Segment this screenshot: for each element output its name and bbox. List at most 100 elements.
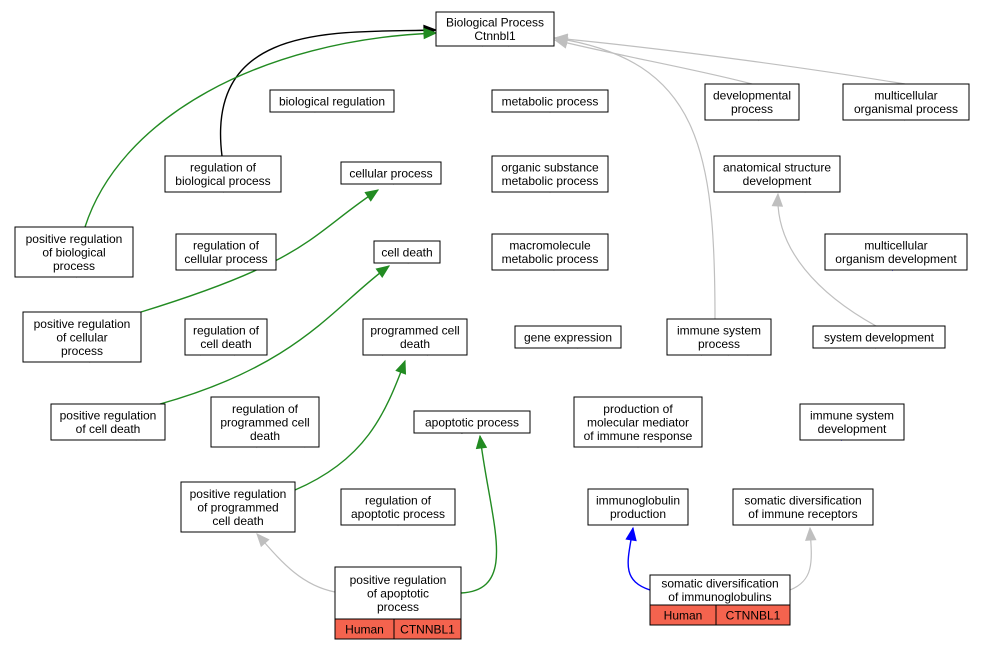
node-label-line: of immune receptors	[748, 507, 857, 521]
node-box	[14, 226, 134, 278]
edge-devproc-to-root	[554, 39, 753, 85]
edge-multiproc-to-root	[554, 37, 906, 85]
node-label-line: cell death	[200, 337, 251, 351]
node-box	[491, 155, 609, 193]
node-box	[435, 11, 555, 47]
node-bioreg[interactable]: biological regulation	[269, 89, 395, 113]
node-label-line: somatic diversification	[661, 577, 778, 591]
arrowhead-sysdev-to-anat	[771, 192, 784, 207]
edge-posregbio-to-root	[84, 32, 437, 228]
node-geneexp[interactable]: gene expression	[514, 325, 622, 349]
node-label-line: somatic diversification	[744, 494, 861, 508]
node-label-line: macromolecule	[509, 239, 591, 253]
node-box	[184, 318, 268, 356]
edge-regbio-to-root	[219, 29, 437, 157]
node-label-line: process	[53, 259, 95, 273]
node-label-line: positive regulation	[60, 409, 157, 423]
edge-sysdev-to-anat	[777, 193, 877, 327]
node-label-line: cell death	[212, 514, 263, 528]
gene-tag-label: CTNNBL1	[726, 609, 781, 623]
node-apop[interactable]: apoptotic process	[413, 410, 531, 434]
edge-immproc-to-root	[554, 37, 716, 320]
node-label-line: regulation of	[190, 161, 257, 175]
node-label-line: organic substance	[501, 161, 599, 175]
node-label-line: programmed cell	[220, 415, 309, 429]
node-box	[514, 325, 622, 349]
node-label-line: regulation of	[232, 402, 299, 416]
node-label-line: metabolic process	[502, 252, 599, 266]
node-box	[842, 83, 970, 121]
edge-posregapop-to-posregpcd	[256, 533, 336, 593]
node-label-line: death	[400, 337, 430, 351]
gene-tag	[715, 604, 791, 626]
node-label-line: multicellular	[874, 89, 937, 103]
node-label-line: positive regulation	[34, 317, 131, 331]
node-sysdev[interactable]: system development	[812, 325, 946, 349]
node-box	[373, 240, 441, 264]
arrowhead-posregbio-to-root	[423, 27, 438, 40]
node-label-line: biological process	[175, 174, 270, 188]
node-label-line: of biological	[42, 245, 105, 259]
node-label-line: biological regulation	[279, 94, 385, 108]
node-label-line: of apoptotic	[367, 586, 429, 600]
arrowhead-posregpcd-to-pcd	[395, 359, 407, 375]
node-label-line: process	[731, 102, 773, 116]
node-label-line: of immunoglobulins	[668, 590, 771, 604]
node-label-line: of programmed	[197, 500, 278, 514]
node-celldeath[interactable]: cell death	[373, 240, 441, 264]
node-box	[175, 233, 277, 271]
node-label-line: system development	[824, 330, 935, 344]
node-label-line: regulation of	[193, 324, 260, 338]
node-label-line: regulation of	[365, 494, 432, 508]
node-box	[824, 233, 968, 271]
node-box	[164, 155, 282, 193]
node-label-line: death	[250, 429, 280, 443]
node-box	[799, 403, 905, 441]
node-label-line: immune system	[677, 324, 761, 338]
node-label-line: organism development	[835, 252, 957, 266]
node-label-line: Biological Process	[446, 16, 544, 30]
node-label-line: process	[377, 600, 419, 614]
edge-posregcd-to-celldeath	[159, 265, 390, 405]
node-box	[340, 161, 442, 185]
arrowhead-posregcell-to-cellproc	[364, 189, 380, 202]
gene-tag-label: CTNNBL1	[400, 623, 455, 637]
node-box	[812, 325, 946, 349]
node-label-line: immune system	[810, 409, 894, 423]
node-metab[interactable]: metabolic process	[491, 89, 609, 113]
node-box	[649, 574, 791, 606]
node-box	[340, 488, 456, 526]
node-label-line: gene expression	[524, 330, 612, 344]
node-cellproc[interactable]: cellular process	[340, 161, 442, 185]
node-box	[413, 410, 531, 434]
node-box	[22, 311, 142, 363]
node-label-line: development	[743, 174, 812, 188]
arrowhead-posregapop-to-apop	[475, 434, 488, 450]
arrowhead-immproc-to-root	[553, 34, 569, 46]
node-box	[269, 89, 395, 113]
